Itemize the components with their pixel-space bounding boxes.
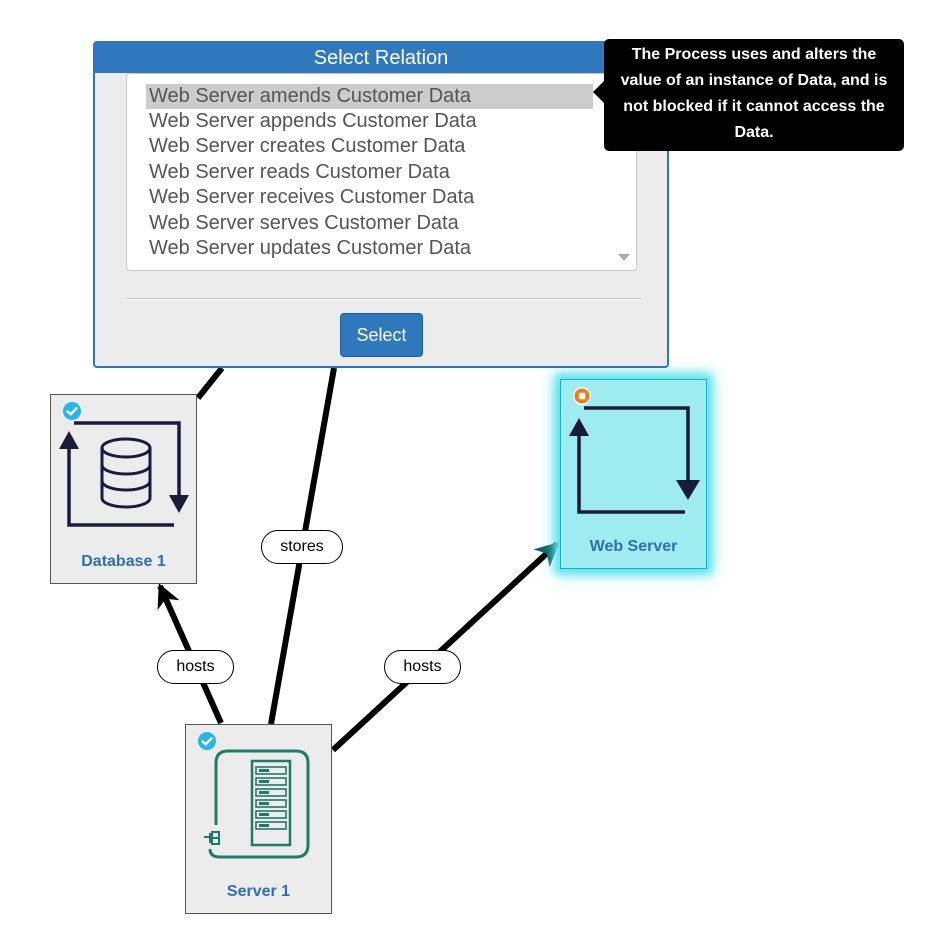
check-icon (198, 732, 216, 750)
relation-option-appends[interactable]: Web Server appends Customer Data (149, 110, 477, 132)
relation-option-receives[interactable]: Web Server receives Customer Data (149, 186, 475, 208)
edge-dialog-database[interactable] (195, 366, 225, 400)
edge-hosts-web-server[interactable] (330, 541, 560, 753)
edge-label-hosts-database[interactable]: hosts (157, 650, 234, 684)
process-icon (569, 406, 700, 514)
node-web-server[interactable]: Web Server (560, 379, 707, 569)
scroll-down-arrow-icon[interactable] (618, 254, 630, 261)
relation-option-serves[interactable]: Web Server serves Customer Data (149, 212, 459, 234)
edge-label-hosts-web-server[interactable]: hosts (384, 650, 461, 684)
node-label-web-server: Web Server (589, 538, 678, 555)
relation-option-creates[interactable]: Web Server creates Customer Data (149, 135, 466, 157)
relation-option-reads[interactable]: Web Server reads Customer Data (149, 161, 450, 183)
dialog-title: Select Relation (95, 43, 667, 73)
database-icon (59, 421, 189, 527)
server-icon (204, 749, 310, 859)
node-label-server-1: Server 1 (226, 883, 291, 900)
check-icon (63, 402, 81, 420)
relation-listbox[interactable]: Web Server amends Customer Data Web Serv… (126, 73, 637, 271)
stop-icon (573, 387, 591, 405)
relation-option-updates[interactable]: Web Server updates Customer Data (149, 237, 472, 259)
node-label-database-1: Database 1 (81, 553, 166, 570)
tooltip-pointer (593, 81, 604, 103)
relation-option-amends[interactable]: Web Server amends Customer Data (146, 84, 593, 109)
select-button[interactable]: Select (340, 313, 423, 357)
relation-tooltip: The Process uses and alters the value of… (604, 39, 904, 151)
node-server-1[interactable]: Server 1 (185, 724, 332, 914)
select-relation-dialog: Select Relation Web Server amends Custom… (93, 41, 669, 368)
edge-label-stores[interactable]: stores (261, 530, 343, 564)
dialog-divider (126, 298, 641, 300)
node-database-1[interactable]: Database 1 (50, 394, 197, 584)
